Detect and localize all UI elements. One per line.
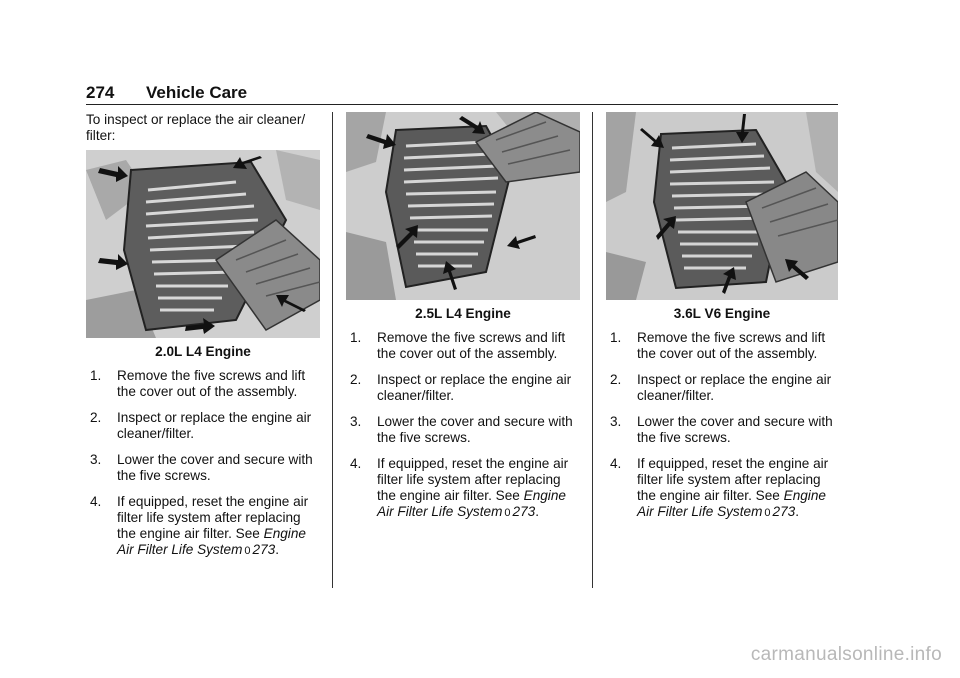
page-reference[interactable]: 273 [512, 504, 536, 519]
see-label: See [755, 488, 780, 503]
step-number: 3. [350, 414, 362, 429]
sentence-end: . [275, 542, 279, 557]
steps-list: 1. Remove the five screws and lift the co… [86, 368, 322, 569]
step-item: 1. Remove the five screws and lift the co… [346, 330, 582, 362]
step-number: 3. [90, 452, 102, 467]
step-number: 2. [610, 372, 622, 387]
step-text: Inspect or replace the engine air cleane… [637, 372, 832, 403]
column-divider-1 [332, 112, 333, 588]
page-ref-icon: 0 [504, 507, 511, 519]
engine-illustration-2-0l [86, 150, 320, 338]
step-text: Inspect or replace the engine air cleane… [377, 372, 572, 403]
figure-caption: 2.0L L4 Engine [155, 344, 251, 359]
section-title: Vehicle Care [146, 83, 248, 102]
step-item: 1. Remove the five screws and lift the co… [606, 330, 840, 362]
step-number: 2. [350, 372, 362, 387]
page-reference[interactable]: 273 [252, 542, 276, 557]
step-item: 1. Remove the five screws and lift the co… [86, 368, 322, 400]
step-text: If equipped, reset the engine air filter… [637, 456, 829, 503]
step-item: 2. Inspect or replace the engine air clea… [86, 410, 322, 442]
step-number: 1. [610, 330, 622, 345]
step-text: If equipped, reset the engine air filter… [377, 456, 569, 503]
page-reference[interactable]: 273 [772, 504, 796, 519]
step-text: Lower the cover and secure with the five… [117, 452, 313, 483]
step-text: Inspect or replace the engine air cleane… [117, 410, 312, 441]
figure-2-5l-engine [346, 112, 580, 300]
steps-list: 1. Remove the five screws and lift the co… [606, 330, 840, 531]
header-divider [86, 104, 838, 105]
step-item: 4. If equipped, reset the engine air filt… [86, 494, 322, 559]
sentence-end: . [535, 504, 539, 519]
step-text: If equipped, reset the engine air filter… [117, 494, 309, 541]
step-item: 4. If equipped, reset the engine air filt… [606, 456, 840, 521]
page-ref-icon: 0 [764, 507, 771, 519]
step-number: 4. [90, 494, 102, 509]
step-item: 3. Lower the cover and secure with the fi… [606, 414, 840, 446]
step-item: 2. Inspect or replace the engine air clea… [346, 372, 582, 404]
engine-illustration-3-6l [606, 112, 838, 300]
step-text: Remove the five screws and lift the cove… [377, 330, 566, 361]
step-text: Lower the cover and secure with the five… [377, 414, 573, 445]
figure-2-0l-engine [86, 150, 320, 338]
cross-reference-link[interactable]: Engine Air Filter Life System [637, 488, 826, 519]
page-ref-icon: 0 [244, 545, 251, 557]
step-item: 3. Lower the cover and secure with the fi… [86, 452, 322, 484]
figure-3-6l-engine [606, 112, 838, 300]
figure-caption: 3.6L V6 Engine [673, 306, 771, 321]
step-item: 4. If equipped, reset the engine air filt… [346, 456, 582, 521]
page-number: 274 [86, 83, 115, 102]
engine-illustration-2-5l [346, 112, 580, 300]
step-number: 4. [610, 456, 622, 471]
step-number: 3. [610, 414, 622, 429]
page-header: 274 Vehicle Care [86, 83, 838, 105]
step-number: 1. [90, 368, 102, 383]
step-number: 4. [350, 456, 362, 471]
column-divider-2 [592, 112, 593, 588]
figure-caption: 2.5L L4 Engine [415, 306, 511, 321]
steps-list: 1. Remove the five screws and lift the co… [346, 330, 582, 531]
step-number: 2. [90, 410, 102, 425]
cross-reference-link[interactable]: Engine Air Filter Life System [117, 526, 306, 557]
see-label: See [495, 488, 520, 503]
step-number: 1. [350, 330, 362, 345]
intro-text: To inspect or replace the air cleaner/ f… [86, 112, 306, 143]
step-item: 2. Inspect or replace the engine air clea… [606, 372, 840, 404]
cross-reference-link[interactable]: Engine Air Filter Life System [377, 488, 566, 519]
step-text: Remove the five screws and lift the cove… [637, 330, 826, 361]
step-text: Remove the five screws and lift the cove… [117, 368, 306, 399]
watermark: carmanualsonline.info [750, 644, 942, 665]
see-label: See [235, 526, 260, 541]
step-item: 3. Lower the cover and secure with the fi… [346, 414, 582, 446]
step-text: Lower the cover and secure with the five… [637, 414, 833, 445]
sentence-end: . [795, 504, 799, 519]
